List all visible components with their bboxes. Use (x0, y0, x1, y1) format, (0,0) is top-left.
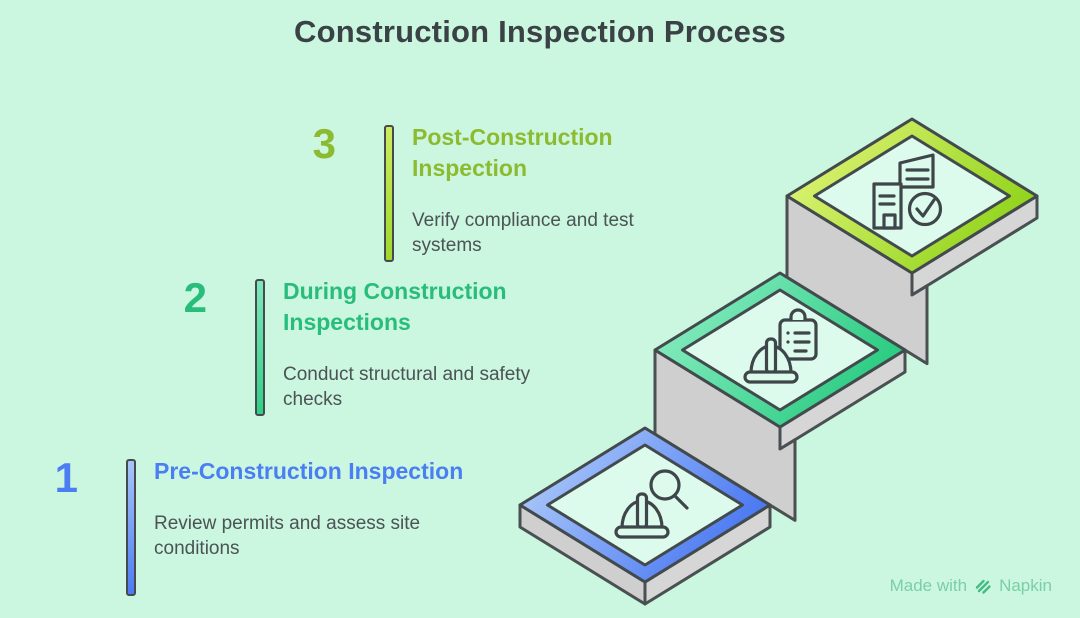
watermark-made-with: Made with (889, 576, 968, 595)
step-2-bar (255, 279, 265, 416)
watermark-brand: Napkin (999, 576, 1052, 595)
building-check-icon (872, 153, 943, 230)
napkin-zigzag-icon (975, 579, 991, 594)
step-3-diamond (785, 117, 1039, 275)
step-1-title: Pre-Construction Inspection (154, 458, 464, 484)
hard-hat-magnifier-icon (614, 469, 689, 539)
step-2-number: 2 (183, 274, 207, 321)
step-3-description: Verify compliance and test systems (412, 210, 634, 256)
magnifier-icon (649, 469, 681, 501)
hard-hat-clipboard-icon (743, 308, 818, 384)
hard-hat-icon (614, 492, 670, 539)
staircase-platforms (518, 117, 1039, 584)
page-title: Construction Inspection Process (294, 14, 786, 49)
step-1-bar (126, 459, 136, 596)
napkin-watermark[interactable]: Made with Napkin (890, 576, 1052, 596)
clipboard-icon (778, 308, 818, 361)
check-circle-icon (907, 191, 943, 227)
step-2-description: Conduct structural and safety checks (283, 364, 531, 410)
step-1-number: 1 (54, 454, 78, 501)
step-3-title: Post-Construction Inspection (412, 124, 613, 181)
step-3-bar (384, 125, 394, 262)
staircase-illustration (518, 117, 1039, 606)
building-icon (872, 153, 935, 230)
step-3-number: 3 (312, 120, 336, 167)
staircase-icons (614, 153, 943, 539)
hard-hat-icon (743, 337, 799, 384)
step-3-platform-top (813, 134, 1011, 258)
step-1-description: Review permits and assess site condition… (154, 513, 421, 559)
step-2-title: During Construction Inspections (283, 278, 507, 335)
